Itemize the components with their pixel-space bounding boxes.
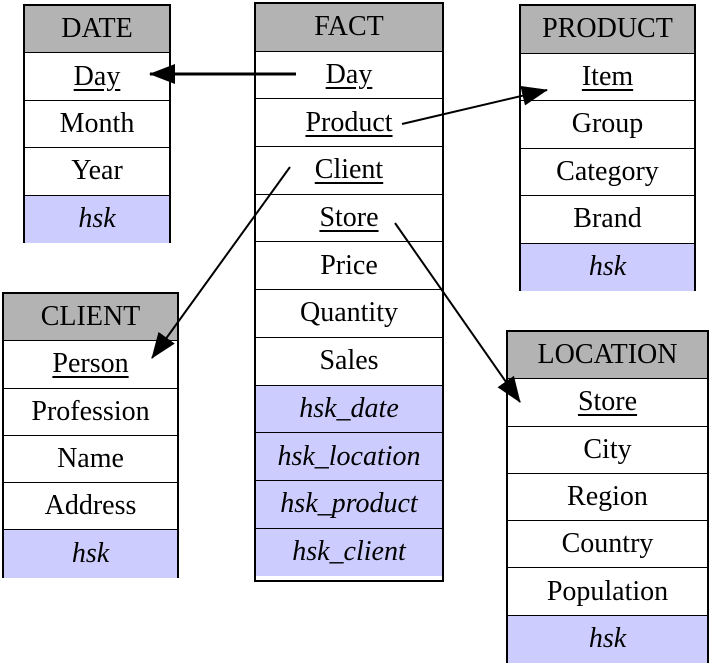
location-row-region-label: Region	[567, 481, 648, 513]
fact-row-client: Client	[256, 147, 442, 195]
fact-row-product-label: Product	[305, 106, 393, 138]
product-row-group: Group	[521, 101, 694, 149]
client-row-person-label: Person	[52, 348, 129, 380]
fact-row-hsk-product: hsk_product	[256, 480, 442, 529]
product-row-brand: Brand	[521, 196, 694, 244]
client-row-profession: Profession	[4, 389, 177, 436]
fact-row-hsk-date-label: hsk_date	[299, 392, 399, 424]
location-row-population-label: Population	[546, 575, 669, 607]
location-row-hsk-label: hsk	[588, 623, 627, 655]
fact-table-header: FACT	[256, 4, 442, 52]
fact-row-day-label: Day	[325, 59, 373, 91]
client-table-header: CLIENT	[4, 294, 177, 342]
location-row-population: Population	[508, 568, 707, 616]
date-row-day: Day	[25, 53, 169, 101]
location-row-store-label: Store	[577, 386, 638, 418]
product-table: PRODUCT Item Group Category Brand hsk	[519, 4, 696, 291]
fact-row-store: Store	[256, 195, 442, 243]
fact-row-hsk-location: hsk_location	[256, 433, 442, 481]
location-row-region: Region	[508, 474, 707, 522]
fact-table: FACT Day Product Client Store Price Quan…	[254, 2, 444, 582]
date-row-day-label: Day	[73, 60, 121, 92]
fact-row-hsk-client-label: hsk_client	[292, 536, 406, 568]
fact-row-sales: Sales	[256, 338, 442, 386]
fact-row-day: Day	[256, 52, 442, 100]
client-row-hsk: hsk	[4, 530, 177, 578]
client-row-address-label: Address	[44, 490, 137, 522]
location-row-hsk: hsk	[508, 615, 707, 664]
location-table: LOCATION Store City Region Country Popul…	[506, 330, 709, 664]
product-row-hsk: hsk	[521, 243, 694, 291]
date-row-month-label: Month	[59, 107, 135, 139]
fact-row-product: Product	[256, 99, 442, 148]
location-row-country-label: Country	[561, 528, 654, 560]
fact-row-quantity-label: Quantity	[300, 297, 398, 329]
location-row-country: Country	[508, 521, 707, 569]
fact-row-hsk-product-label: hsk_product	[280, 488, 418, 520]
fact-row-hsk-client: hsk_client	[256, 528, 442, 577]
date-row-month: Month	[25, 101, 169, 149]
date-table-header: DATE	[25, 6, 169, 54]
date-table: DATE Day Month Year hsk	[23, 4, 171, 243]
product-row-group-label: Group	[571, 108, 644, 140]
product-row-item: Item	[521, 54, 694, 101]
product-row-category: Category	[521, 149, 694, 196]
location-table-header: LOCATION	[508, 332, 707, 380]
fact-row-price: Price	[256, 242, 442, 291]
location-row-city: City	[508, 427, 707, 474]
product-row-brand-label: Brand	[573, 203, 642, 235]
fact-row-hsk-date: hsk_date	[256, 385, 442, 434]
location-row-store: Store	[508, 379, 707, 427]
product-row-item-label: Item	[581, 60, 634, 92]
fact-row-client-label: Client	[314, 154, 384, 186]
fact-row-price-label: Price	[320, 249, 378, 281]
date-row-hsk-label: hsk	[78, 203, 116, 235]
fact-row-quantity: Quantity	[256, 290, 442, 338]
date-row-hsk: hsk	[25, 195, 169, 243]
fact-row-store-label: Store	[319, 202, 379, 234]
fact-row-sales-label: Sales	[319, 345, 379, 377]
date-row-year: Year	[25, 148, 169, 196]
client-table: CLIENT Person Profession Name Address hs…	[2, 292, 179, 578]
product-row-hsk-label: hsk	[588, 251, 627, 283]
client-row-person: Person	[4, 341, 177, 389]
date-row-year-label: Year	[71, 155, 123, 187]
product-row-category-label: Category	[556, 155, 659, 187]
fact-row-hsk-location-label: hsk_location	[277, 440, 421, 472]
client-row-name-label: Name	[57, 443, 124, 475]
location-row-city-label: City	[583, 433, 632, 465]
client-row-address: Address	[4, 483, 177, 531]
client-row-profession-label: Profession	[31, 395, 150, 427]
product-table-header: PRODUCT	[521, 6, 694, 54]
client-row-name: Name	[4, 436, 177, 484]
client-row-hsk-label: hsk	[71, 538, 110, 570]
